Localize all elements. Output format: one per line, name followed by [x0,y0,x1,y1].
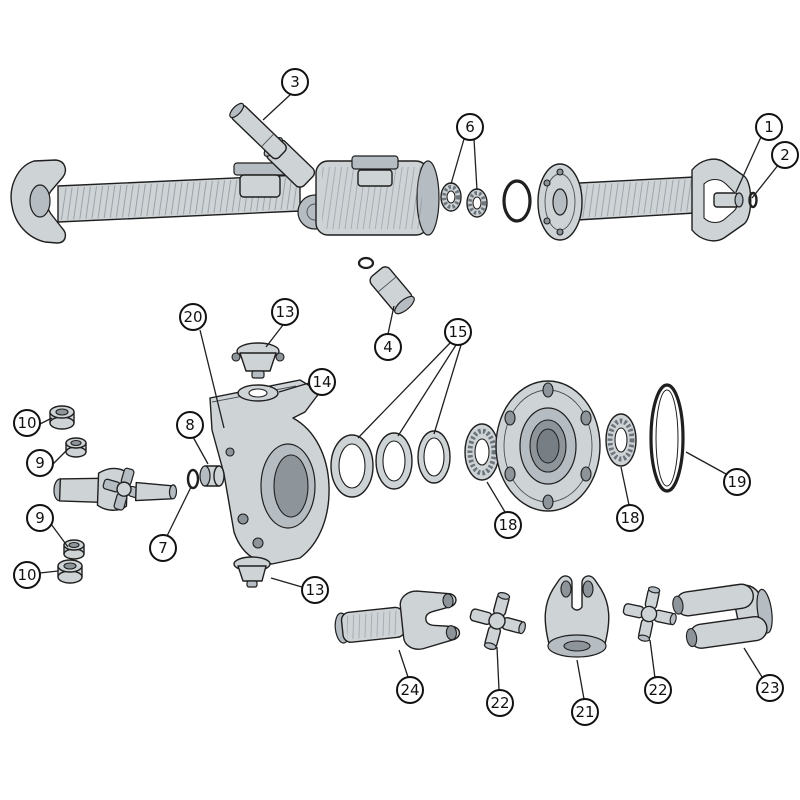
ball-joint-cap-top [231,342,285,379]
front-axle-shaft-assembly [10,137,440,244]
callout-9-lower[interactable]: 9 [26,504,54,532]
svg-text:22: 22 [490,694,509,712]
ujoint-cross-left [469,591,527,651]
shift-stub [357,256,415,315]
callout-6[interactable]: 6 [456,113,484,141]
svg-text:10: 10 [17,566,36,584]
spindle-oring [502,179,532,223]
callout-10-lower[interactable]: 10 [13,561,41,589]
callout-23[interactable]: 23 [756,674,784,702]
gasket [237,384,279,402]
ball-joint-cap-bottom [233,556,271,588]
svg-text:3: 3 [290,73,300,91]
svg-text:18: 18 [620,509,639,527]
callout-4[interactable]: 4 [374,333,402,361]
svg-text:9: 9 [35,454,45,472]
callout-21[interactable]: 21 [571,698,599,726]
callout-1[interactable]: 1 [755,113,783,141]
bushing-10-upper [49,405,75,430]
callout-22-left[interactable]: 22 [486,689,514,717]
inner-axle-stub [53,467,178,511]
seal-9-lower [63,539,85,560]
svg-text:7: 7 [158,539,168,557]
svg-text:22: 22 [648,681,667,699]
callout-18-inner[interactable]: 18 [494,511,522,539]
end-yoke [672,583,773,649]
callout-13-bottom[interactable]: 13 [301,576,329,604]
stub-shaft-assembly [537,158,758,242]
svg-text:8: 8 [185,416,195,434]
svg-text:4: 4 [383,338,393,356]
slip-yoke [334,590,461,650]
bushing-10-lower [57,559,83,584]
seal-ring-1 [330,434,374,498]
wheel-bearing-inner [464,423,500,481]
svg-text:15: 15 [448,323,467,341]
svg-text:9: 9 [35,509,45,527]
svg-text:19: 19 [727,473,746,491]
svg-text:13: 13 [275,303,294,321]
svg-text:13: 13 [305,581,324,599]
spindle-bearings [440,182,488,218]
callout-22-right[interactable]: 22 [644,676,672,704]
wheel-hub [495,380,601,512]
callout-18-outer[interactable]: 18 [616,504,644,532]
callout-19[interactable]: 19 [723,468,751,496]
callout-8[interactable]: 8 [176,411,204,439]
svg-text:21: 21 [575,703,594,721]
wheel-bearing-outer [605,413,637,467]
svg-text:24: 24 [400,681,419,699]
callout-10-upper[interactable]: 10 [13,409,41,437]
callout-13-top[interactable]: 13 [271,298,299,326]
seal-9-upper [65,437,87,458]
axle-oring-7 [186,468,200,490]
callout-7[interactable]: 7 [149,534,177,562]
seal-ring-3 [417,430,451,484]
pivot-pin [229,102,287,160]
steering-knuckle [209,379,330,565]
hub-oring [649,383,685,493]
svg-text:10: 10 [17,414,36,432]
svg-text:2: 2 [780,146,790,164]
svg-text:6: 6 [465,118,475,136]
callout-3[interactable]: 3 [281,68,309,96]
bushing-8 [199,465,225,487]
callout-2[interactable]: 2 [771,141,799,169]
callout-14[interactable]: 14 [308,368,336,396]
leader-lines [39,93,780,700]
svg-text:23: 23 [760,679,779,697]
seal-ring-2 [375,432,413,490]
callout-20[interactable]: 20 [179,303,207,331]
spindle-washer [748,191,758,209]
svg-text:18: 18 [498,516,517,534]
callout-15[interactable]: 15 [444,318,472,346]
flange-yoke [544,575,610,658]
svg-text:1: 1 [764,118,774,136]
callout-24[interactable]: 24 [396,676,424,704]
callout-9-upper[interactable]: 9 [26,449,54,477]
svg-text:14: 14 [312,373,331,391]
svg-text:20: 20 [183,308,202,326]
ujoint-cross-right [622,586,677,642]
